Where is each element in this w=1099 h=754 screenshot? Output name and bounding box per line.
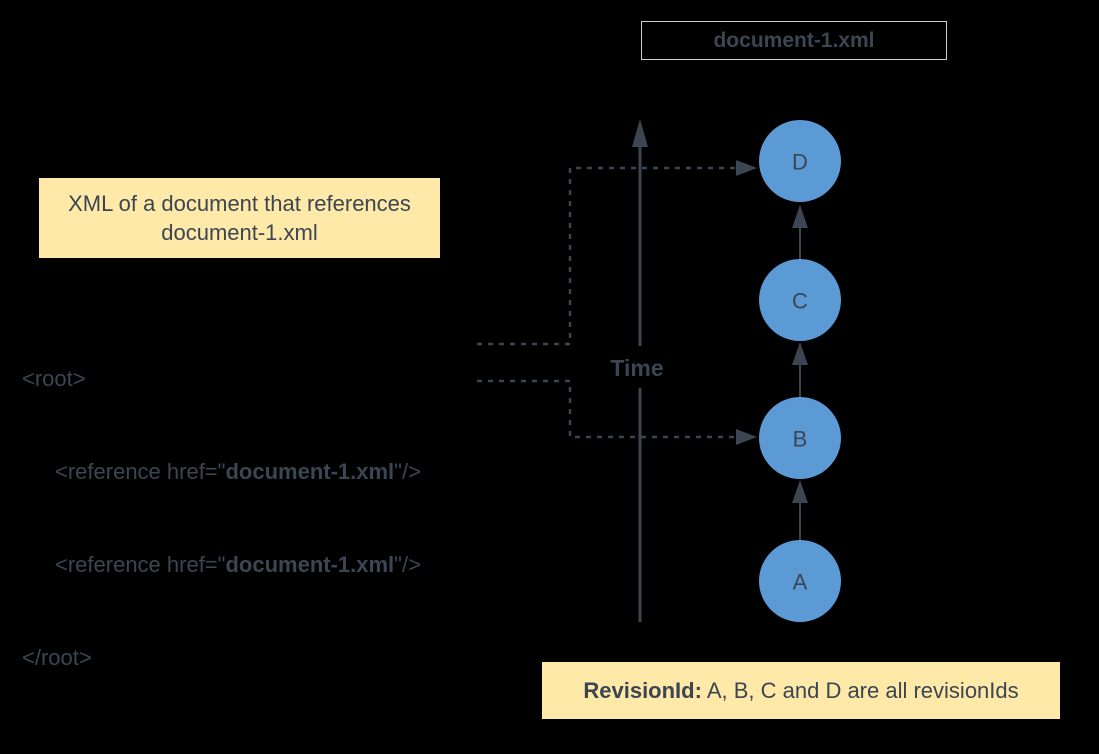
revision-note-bold: RevisionId: <box>583 677 702 703</box>
time-axis-label: Time <box>610 355 663 381</box>
xml-reference-suffix: "/> <box>394 459 421 484</box>
dashed-connector-ref1-to-d <box>477 166 736 346</box>
xml-note-box: XML of a document that references docume… <box>39 178 440 258</box>
dashed-connector-ref1-arrowhead-icon <box>736 160 757 176</box>
xml-root-close: </root> <box>22 645 92 670</box>
xml-root-open: <root> <box>22 366 86 391</box>
revision-note-text: A, B, C and D are all revisionIds <box>701 677 1019 703</box>
revision-node-a-label: A <box>793 570 808 595</box>
revision-node-a <box>759 540 841 622</box>
arrow-b-to-c-arrowhead-icon <box>792 342 808 365</box>
document-title-box: document-1.xml <box>641 21 947 60</box>
dashed-connector-ref2-arrowhead-icon <box>736 429 757 445</box>
xml-reference-suffix: "/> <box>394 552 421 577</box>
arrow-a-to-b-arrowhead-icon <box>792 480 808 503</box>
xml-note-line1: XML of a document that references <box>68 191 411 216</box>
dashed-connector-ref2-to-b <box>477 379 736 439</box>
xml-snippet: <root> <reference href="document-1.xml"/… <box>22 301 421 735</box>
xml-note-line2: document-1.xml <box>161 220 318 245</box>
revision-node-b-label: B <box>793 427 808 452</box>
xml-reference-prefix: <reference href=" <box>55 552 226 577</box>
xml-reference-line: <reference href="document-1.xml"/> <box>22 549 421 580</box>
xml-reference-target: document-1.xml <box>225 552 395 577</box>
revision-node-c-label: C <box>792 289 808 314</box>
xml-reference-target: document-1.xml <box>225 459 395 484</box>
time-axis-arrowhead-icon <box>632 119 648 147</box>
document-title-label: document-1.xml <box>713 28 875 52</box>
arrow-c-to-d-arrowhead-icon <box>792 205 808 228</box>
revision-node-d <box>759 120 841 202</box>
xml-reference-prefix: <reference href=" <box>55 459 226 484</box>
revision-node-d-label: D <box>792 150 808 175</box>
xml-reference-line: <reference href="document-1.xml"/> <box>22 456 421 487</box>
revision-node-c <box>759 259 841 341</box>
revision-node-b <box>759 397 841 479</box>
revision-note-box: RevisionId: A, B, C and D are all revisi… <box>542 662 1060 719</box>
